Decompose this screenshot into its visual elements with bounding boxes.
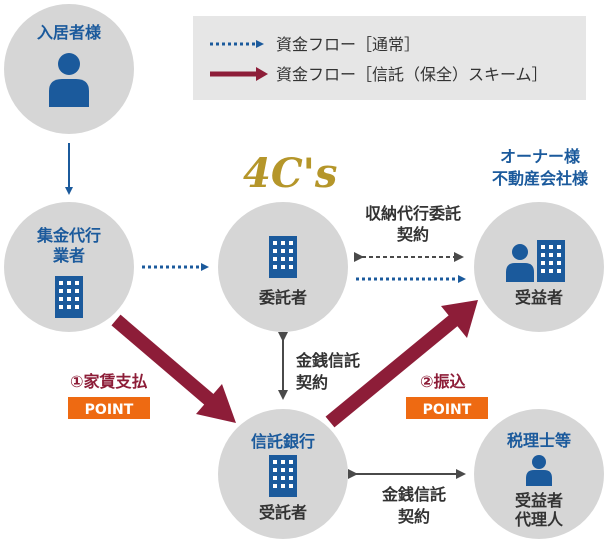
building-icon: [269, 455, 297, 497]
rent-payment-label: ①家賃支払: [70, 372, 148, 391]
node-trustor: 委託者: [218, 202, 348, 332]
trust-contract-bottom-line2: 契約: [397, 507, 430, 526]
building-icon: [55, 276, 83, 318]
tax-role-line2: 代理人: [514, 510, 564, 529]
node-resident: 入居者様: [4, 4, 134, 134]
trust-contract-vertical-line1: 金銭信託: [295, 351, 360, 370]
person-icon: [526, 455, 552, 486]
transfer-badge: [406, 397, 488, 419]
tax-role-line1: 受益者: [515, 491, 563, 510]
building-icon: [537, 240, 565, 282]
legend-normal-label: 資金フロー［通常］: [276, 35, 420, 54]
collection-contract-line1: 収納代行委託: [365, 204, 461, 223]
legend: 資金フロー［通常］ 資金フロー［信託（保全）スキーム］: [193, 16, 586, 100]
bank-role: 受託者: [259, 503, 307, 522]
company-logo: 4C's: [243, 150, 337, 197]
collection-contract-line2: 契約: [396, 225, 429, 244]
node-owner: オーナー様 不動産会社様 受益者: [474, 147, 604, 332]
transfer-label: ②振込: [420, 372, 466, 391]
transfer-badge-text: POINT: [423, 402, 472, 418]
legend-trust-arrow-head: [256, 67, 268, 81]
trustor-role: 委託者: [258, 288, 307, 307]
rent-payment-badge-text: POINT: [85, 402, 134, 418]
node-bank: 信託銀行 受託者: [218, 409, 348, 539]
owner-role: 受益者: [515, 288, 563, 307]
node-collector: 集金代行 業者: [4, 202, 134, 332]
bank-title: 信託銀行: [251, 432, 315, 451]
resident-title: 入居者様: [37, 23, 102, 42]
collector-title-line1: 集金代行: [36, 226, 101, 245]
tax-title: 税理士等: [507, 431, 571, 450]
legend-box: [193, 16, 586, 100]
node-tax: 税理士等 受益者 代理人: [474, 409, 604, 539]
rent-payment-arrow: [111, 314, 236, 423]
building-icon: [269, 236, 297, 278]
trust-contract-vertical-line2: 契約: [295, 373, 328, 392]
legend-trust-label: 資金フロー［信託（保全）スキーム］: [276, 65, 548, 84]
node-circle: [4, 202, 134, 332]
transfer-arrow: [325, 300, 478, 428]
person-icon: [49, 53, 89, 107]
rent-payment-badge: [68, 397, 150, 419]
owner-title-line1: オーナー様: [500, 147, 581, 166]
owner-title-line2: 不動産会社様: [492, 169, 589, 188]
person-icon: [506, 244, 534, 282]
trust-contract-bottom-line1: 金銭信託: [381, 485, 446, 504]
collector-title-line2: 業者: [52, 246, 85, 265]
